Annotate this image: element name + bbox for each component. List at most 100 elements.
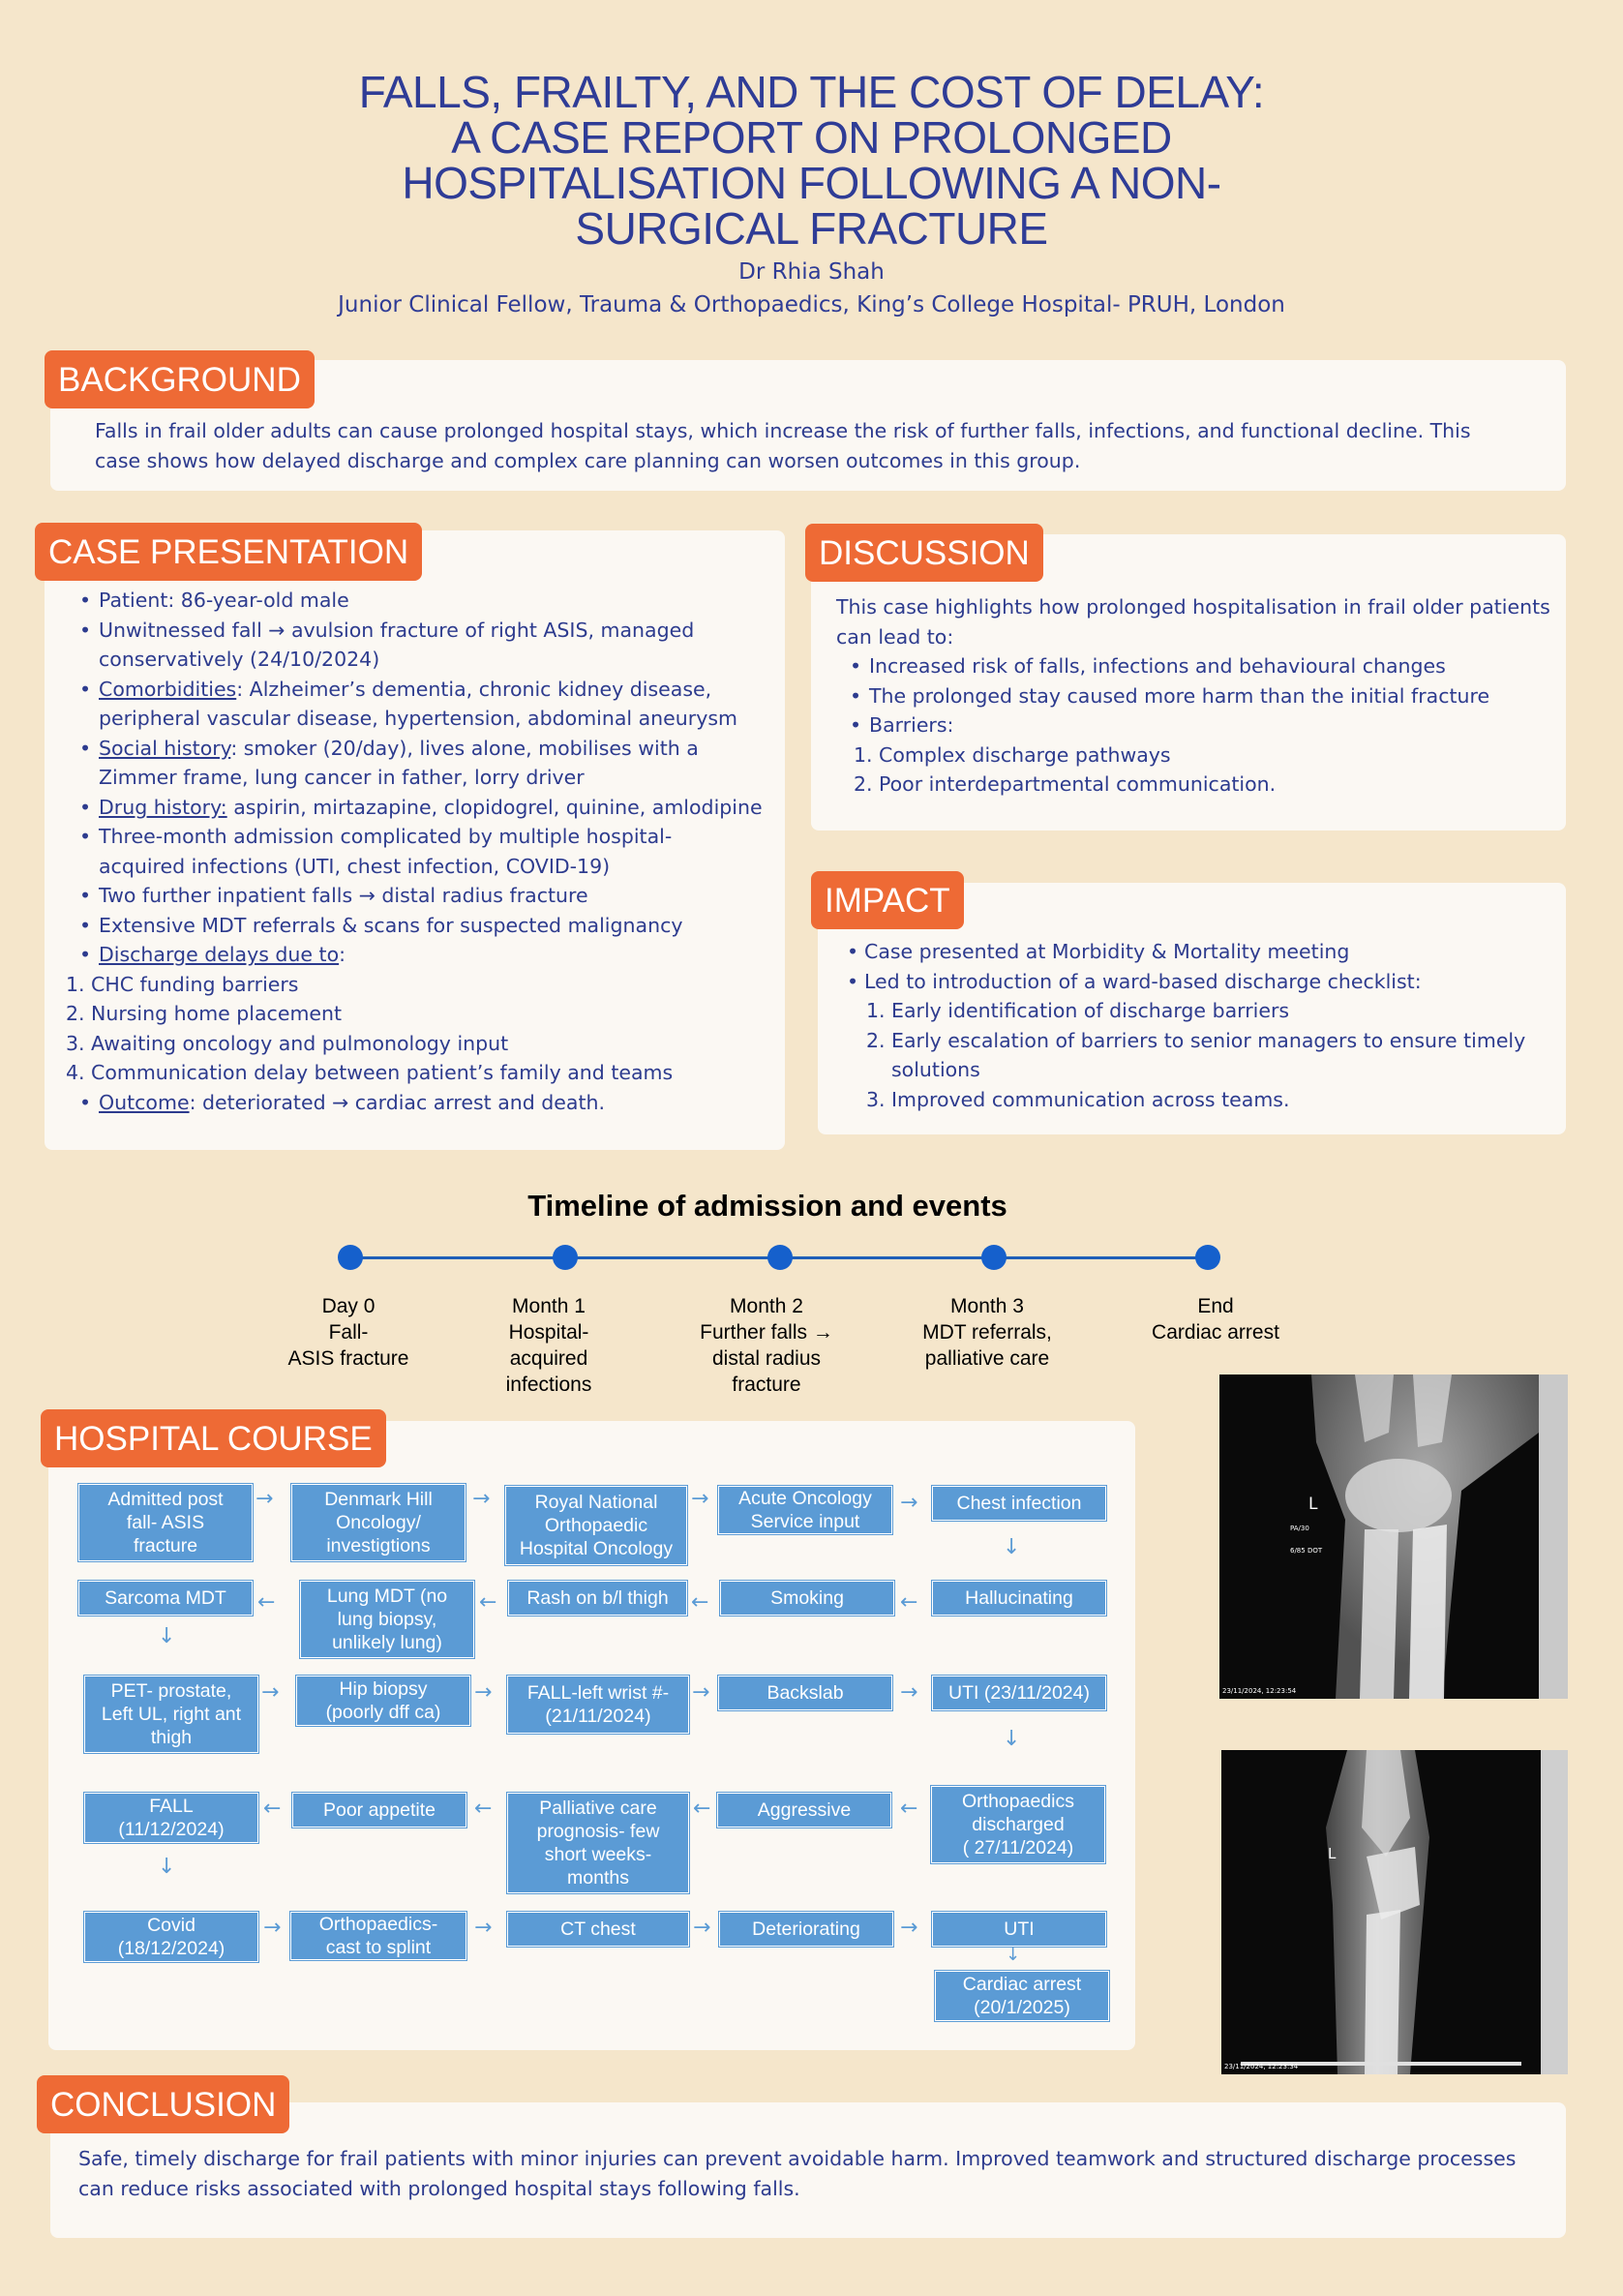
xray-timestamp: 23/11/2024, 12:23:54 [1222,1687,1297,1695]
arrow-right-icon: → [261,1680,280,1705]
xray-text: 6/85 DOT [1290,1547,1323,1555]
impact-card: Case presented at Morbidity & Mortality … [818,883,1566,1134]
discussion-intro: can lead to: [836,624,954,649]
arrow-right-icon: → [474,1680,493,1705]
flow-box: Chest infection [932,1486,1106,1521]
flow-box: Deteriorating [719,1912,893,1947]
arrow-right-icon: → [693,1916,711,1940]
case-discharge-delays: Discharge delays due to: [77,940,784,970]
flow-box: Backslab [718,1676,892,1710]
xray-side-label: L [1308,1495,1318,1514]
flow-box: FALL-left wrist #-(21/11/2024) [507,1676,689,1734]
background-line: Falls in frail older adults can cause pr… [95,419,1471,442]
title-line: SURGICAL FRACTURE [575,203,1048,254]
impact-item: 3.Improved communication across teams. [866,1087,1290,1111]
timeline-dot [338,1245,363,1270]
case-mdt: Extensive MDT referrals & scans for susp… [77,911,784,941]
arrow-down-icon: ↓ [158,1855,176,1879]
arrow-left-icon: ← [474,1797,493,1821]
arrow-right-icon: → [692,1680,710,1705]
case-drug-history: Drug history: aspirin, mirtazapine, clop… [77,793,784,823]
arrow-down-icon: ↓ [1003,1727,1021,1751]
impact-heading: IMPACT [811,871,964,929]
discussion-bullet: The prolonged stay caused more harm than… [848,681,1562,711]
timeline-dot [553,1245,578,1270]
case-further-falls: Two further inpatient falls → distal rad… [77,881,784,911]
arrow-right-icon: → [263,1916,282,1940]
case-presentation-card: Patient: 86-year-old male Unwitnessed fa… [45,530,785,1150]
background-heading: BACKGROUND [45,350,315,408]
arrow-left-icon: ← [900,1590,918,1615]
arrow-right-icon: → [900,1491,918,1515]
impact-bullet: Led to introduction of a ward-based disc… [847,967,1563,997]
case-social-history: Social history: smoker (20/day), lives a… [77,734,784,793]
conclusion-line: can reduce risks associated with prolong… [78,2176,800,2200]
flow-box: Smoking [720,1581,894,1616]
arrow-left-icon: ← [479,1590,497,1615]
arrow-down-icon: ↓ [1006,1945,1021,1965]
conclusion-heading: CONCLUSION [37,2075,290,2133]
arrow-right-icon: → [472,1487,491,1511]
xray-image-1: L PA/30 6/85 DOT 23/11/2024, 12:23:54 [1219,1375,1568,1699]
flow-box: Aggressive [717,1793,891,1828]
delay-item: 3.Awaiting oncology and pulmonology inpu… [66,1031,509,1055]
arrow-right-icon: → [691,1487,709,1511]
arrow-right-icon: → [900,1680,918,1705]
discussion-heading: DISCUSSION [805,524,1043,582]
arrow-right-icon: → [900,1916,918,1940]
xray-text: PA/30 [1290,1525,1309,1532]
case-patient: Patient: 86-year-old male [77,586,784,616]
case-comorbidities: Comorbidities: Alzheimer’s dementia, chr… [77,675,784,734]
arrow-down-icon: ↓ [158,1624,176,1648]
discussion-bullet: Barriers: [848,710,1562,740]
flow-box: Covid(18/12/2024) [84,1912,258,1962]
author: Dr Rhia Shah [738,259,885,285]
delay-item: 2.Nursing home placement [66,1002,343,1025]
flow-box: Orthopaedics-cast to splint [290,1912,466,1960]
barrier-item: 1.Complex discharge pathways [854,742,1171,767]
discussion-card: This case highlights how prolonged hospi… [811,534,1566,831]
timeline-dot [1195,1245,1220,1270]
arrow-left-icon: ← [257,1590,276,1615]
arrow-down-icon: ↓ [1003,1535,1021,1559]
timeline-dot [981,1245,1007,1270]
case-fall: Unwitnessed fall → avulsion fracture of … [77,616,784,675]
conclusion-card: Safe, timely discharge for frail patient… [50,2102,1566,2238]
impact-bullet: Case presented at Morbidity & Mortality … [847,937,1563,967]
flow-box: CT chest [507,1912,689,1947]
conclusion-line: Safe, timely discharge for frail patient… [78,2147,1517,2170]
timeline-title: Timeline of admission and events [527,1189,1007,1223]
arrow-left-icon: ← [693,1797,711,1821]
flow-box: Poor appetite [292,1793,466,1828]
xray-image-2: L 23/11/2024, 12:23:34 [1221,1750,1568,2074]
flow-box: Sarcoma MDT [78,1581,253,1616]
discussion-bullet: Increased risk of falls, infections and … [848,651,1562,681]
hospital-course-heading: HOSPITAL COURSE [41,1409,386,1467]
arrow-right-icon: → [255,1487,274,1511]
xray-side-label: L [1328,1845,1337,1862]
delay-item: 4.Communication delay between patient’s … [66,1061,674,1084]
delay-item: 1.CHC funding barriers [66,972,299,996]
arrow-left-icon: ← [900,1797,918,1821]
timeline-dot [767,1245,793,1270]
flow-box: UTI (23/11/2024) [932,1676,1106,1710]
arrow-right-icon: → [474,1916,493,1940]
flow-box: Rash on b/l thigh [508,1581,687,1616]
flow-box-final: Cardiac arrest(20/1/2025) [935,1971,1109,2021]
title-line: FALLS, FRAILTY, AND THE COST OF DELAY: [358,67,1265,117]
xray-timestamp: 23/11/2024, 12:23:34 [1224,2063,1299,2070]
poster-title: FALLS, FRAILTY, AND THE COST OF DELAY: A… [0,70,1623,252]
background-card: Falls in frail older adults can cause pr… [50,360,1566,491]
